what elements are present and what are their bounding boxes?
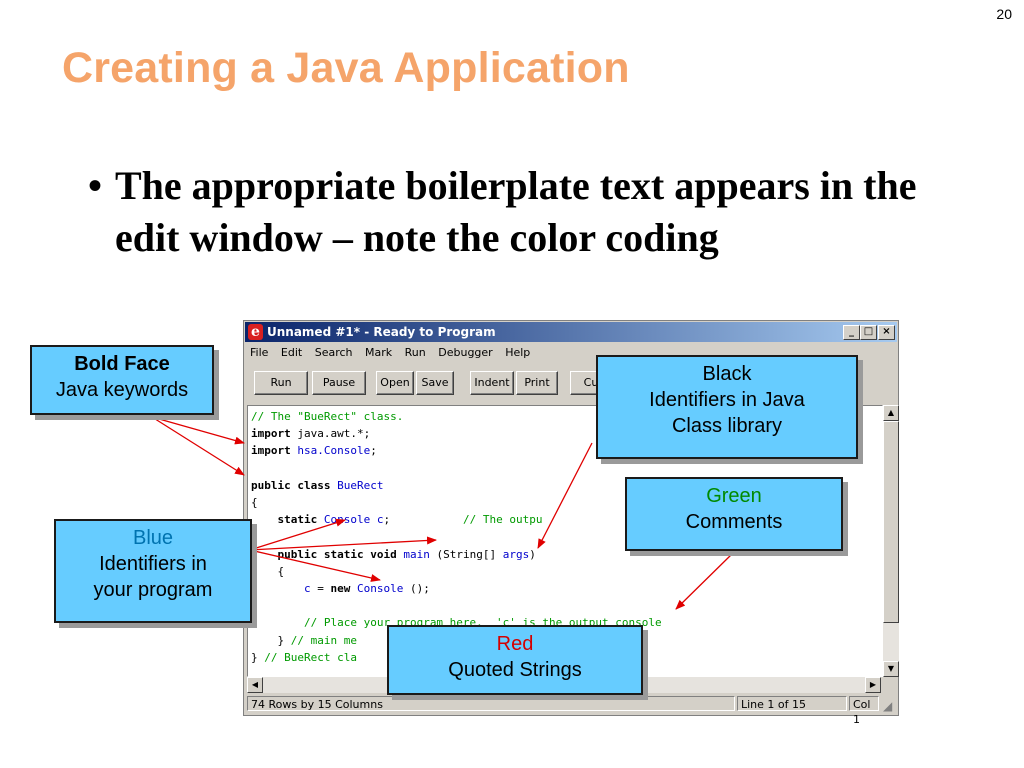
bullet-point: • The appropriate boilerplate text appea… xyxy=(88,160,988,264)
slide-title: Creating a Java Application xyxy=(62,44,630,92)
code-comment: // The outpu xyxy=(462,513,543,527)
pause-button[interactable]: Pause xyxy=(312,371,366,395)
menu-file[interactable]: File xyxy=(250,346,269,359)
code-keyword: import xyxy=(251,427,291,441)
code-text-plain: { xyxy=(251,564,285,578)
code-indent xyxy=(251,513,278,526)
menu-run[interactable]: Run xyxy=(404,346,426,359)
code-text-plain: ; xyxy=(383,513,463,527)
close-button[interactable]: × xyxy=(878,325,895,340)
open-button[interactable]: Open xyxy=(376,371,414,395)
code-space xyxy=(317,513,324,526)
callout-green-desc: Comments xyxy=(685,511,783,533)
code-text-plain: java.awt.*; xyxy=(290,427,371,441)
callout-green: Green Comments xyxy=(625,477,843,551)
code-comment: // main me xyxy=(290,633,357,647)
callout-black-desc-2: Class library xyxy=(671,415,783,437)
code-identifier: Console xyxy=(356,582,404,596)
app-logo-icon: e xyxy=(248,324,263,340)
code-indent xyxy=(251,616,304,629)
code-keyword: public class xyxy=(251,478,331,492)
vertical-scrollbar[interactable]: ▲ ▼ xyxy=(883,405,899,677)
code-keyword: static xyxy=(277,513,318,527)
code-keyword: import xyxy=(251,444,291,458)
slide-number: 20 xyxy=(996,6,1012,22)
code-comment: // BueRect cla xyxy=(264,650,357,664)
code-text-plain: { xyxy=(251,496,258,510)
arrow-bold-public xyxy=(151,416,245,476)
code-identifier: main xyxy=(403,547,430,561)
callout-red-heading: Red xyxy=(496,633,534,655)
scroll-up-icon[interactable]: ▲ xyxy=(883,405,899,421)
callout-black: Black Identifiers in Java Class library xyxy=(596,355,858,459)
callout-bold-heading: Bold Face xyxy=(74,353,170,375)
menu-bar: File Edit Search Mark Run Debugger Help xyxy=(250,346,539,362)
code-identifier: Console c xyxy=(323,513,384,527)
code-indent xyxy=(251,582,304,595)
code-text-plain: ) xyxy=(529,547,536,561)
scroll-left-icon[interactable]: ◀ xyxy=(247,677,263,693)
callout-black-heading: Black xyxy=(702,363,752,385)
maximize-button[interactable]: □ xyxy=(860,325,877,340)
indent-button[interactable]: Indent xyxy=(470,371,514,395)
code-text-plain: } xyxy=(251,650,265,664)
code-keyword: public static void xyxy=(277,547,397,561)
code-space xyxy=(350,582,357,595)
callout-blue-desc-1: Identifiers in xyxy=(99,553,207,575)
code-indent xyxy=(251,548,278,561)
callout-bold-desc: Java keywords xyxy=(55,379,189,401)
code-text-plain: = xyxy=(310,582,331,596)
code-text: // The "BueRect" class. import java.awt.… xyxy=(251,408,662,666)
callout-black-desc-1: Identifiers in Java xyxy=(649,389,805,411)
bullet-text: The appropriate boilerplate text appears… xyxy=(115,163,917,260)
callout-blue: Blue Identifiers in your program xyxy=(54,519,252,623)
status-size: 74 Rows by 15 Columns xyxy=(247,696,735,711)
code-comment: // The "BueRect" class. xyxy=(251,410,404,423)
code-text-plain: ; xyxy=(370,444,377,458)
code-text-plain: (); xyxy=(403,582,430,596)
code-keyword: new xyxy=(330,582,351,596)
minimize-button[interactable]: _ xyxy=(843,325,860,340)
code-text-plain: (String[] xyxy=(429,547,503,561)
code-identifier: c xyxy=(303,582,311,596)
print-button[interactable]: Print xyxy=(516,371,558,395)
callout-red: Red Quoted Strings xyxy=(387,625,643,695)
run-button[interactable]: Run xyxy=(254,371,308,395)
callout-green-heading: Green xyxy=(706,485,762,507)
code-identifier: args xyxy=(502,547,530,561)
save-button[interactable]: Save xyxy=(416,371,454,395)
code-identifier: hsa.Console xyxy=(297,444,371,458)
window-titlebar[interactable]: e Unnamed #1* - Ready to Program _ □ × xyxy=(245,322,897,342)
menu-search[interactable]: Search xyxy=(314,346,353,359)
scroll-down-icon[interactable]: ▼ xyxy=(883,661,899,677)
callout-red-desc: Quoted Strings xyxy=(448,659,582,681)
callout-blue-desc-2: your program xyxy=(93,579,213,601)
callout-bold-face: Bold Face Java keywords xyxy=(30,345,214,415)
menu-help[interactable]: Help xyxy=(505,346,531,359)
callout-blue-heading: Blue xyxy=(132,527,174,549)
menu-edit[interactable]: Edit xyxy=(280,346,303,359)
scroll-right-icon[interactable]: ▶ xyxy=(865,677,881,693)
menu-debugger[interactable]: Debugger xyxy=(438,346,493,359)
window-title: Unnamed #1* - Ready to Program xyxy=(267,325,496,339)
resize-grip-icon[interactable]: ◢ xyxy=(883,699,893,713)
status-line: Line 1 of 15 xyxy=(737,696,847,711)
code-text-plain: } xyxy=(251,633,291,647)
scroll-thumb[interactable] xyxy=(883,421,899,623)
arrow-bold-import xyxy=(151,416,245,445)
status-col: Col 1 xyxy=(849,696,879,726)
menu-mark[interactable]: Mark xyxy=(365,346,393,359)
bullet-marker: • xyxy=(88,163,103,208)
code-identifier: BueRect xyxy=(337,478,384,492)
status-bar: 74 Rows by 15 Columns Line 1 of 15 Col 1… xyxy=(247,695,897,726)
